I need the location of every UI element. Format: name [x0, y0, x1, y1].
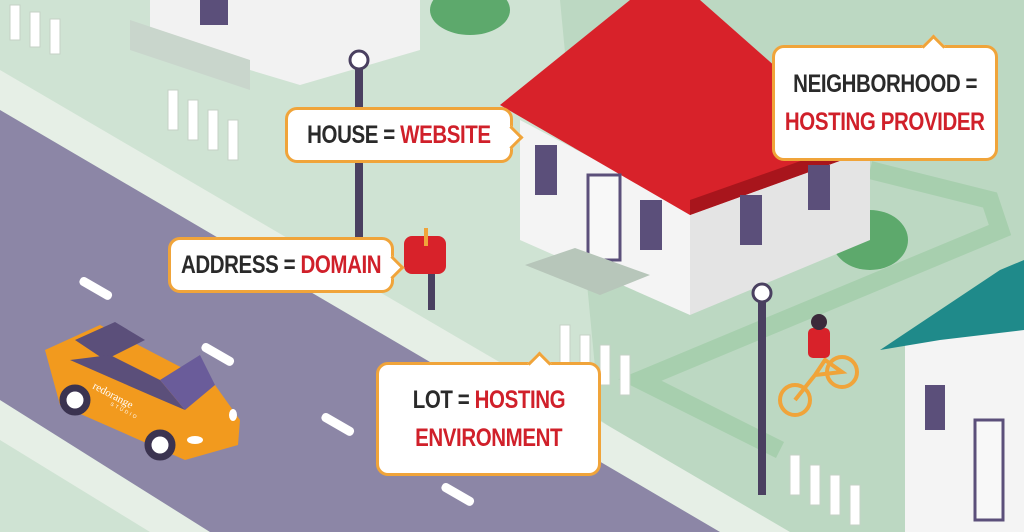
picket-fences [9, 4, 861, 526]
callout-address: ADDRESS = DOMAIN [168, 237, 405, 293]
garden-path [618, 161, 1012, 459]
bush [430, 0, 510, 35]
house-right [880, 260, 1024, 532]
callout-meaning-line2: ENVIRONMENT [415, 424, 562, 452]
main-house [500, 0, 870, 315]
equals-sign: = [283, 251, 296, 279]
lane-markings [79, 277, 475, 506]
street-lamp [751, 282, 773, 495]
callout-house: HOUSE = WEBSITE [285, 107, 524, 163]
callout-meaning: HOSTING [474, 386, 565, 414]
mailbox [404, 228, 446, 310]
callout-meaning: WEBSITE [400, 121, 491, 149]
equals-sign: = [965, 70, 977, 98]
callout-term: LOT [412, 386, 453, 414]
callout-term: ADDRESS [180, 251, 279, 279]
callout-term: NEIGHBORHOOD [793, 70, 961, 98]
callout-neighborhood: NEIGHBORHOOD = HOSTING PROVIDER [772, 34, 998, 161]
equals-sign: = [383, 121, 395, 149]
equals-sign: = [457, 386, 469, 414]
callout-meaning: HOSTING PROVIDER [785, 108, 985, 136]
car: redorange STUDIO [45, 322, 240, 461]
house-top-left [130, 0, 420, 90]
callout-meaning: DOMAIN [300, 251, 382, 279]
callout-lot: LOT = HOSTING ENVIRONMENT [376, 351, 601, 476]
cyclist [778, 314, 859, 417]
callout-term: HOUSE [307, 121, 379, 149]
